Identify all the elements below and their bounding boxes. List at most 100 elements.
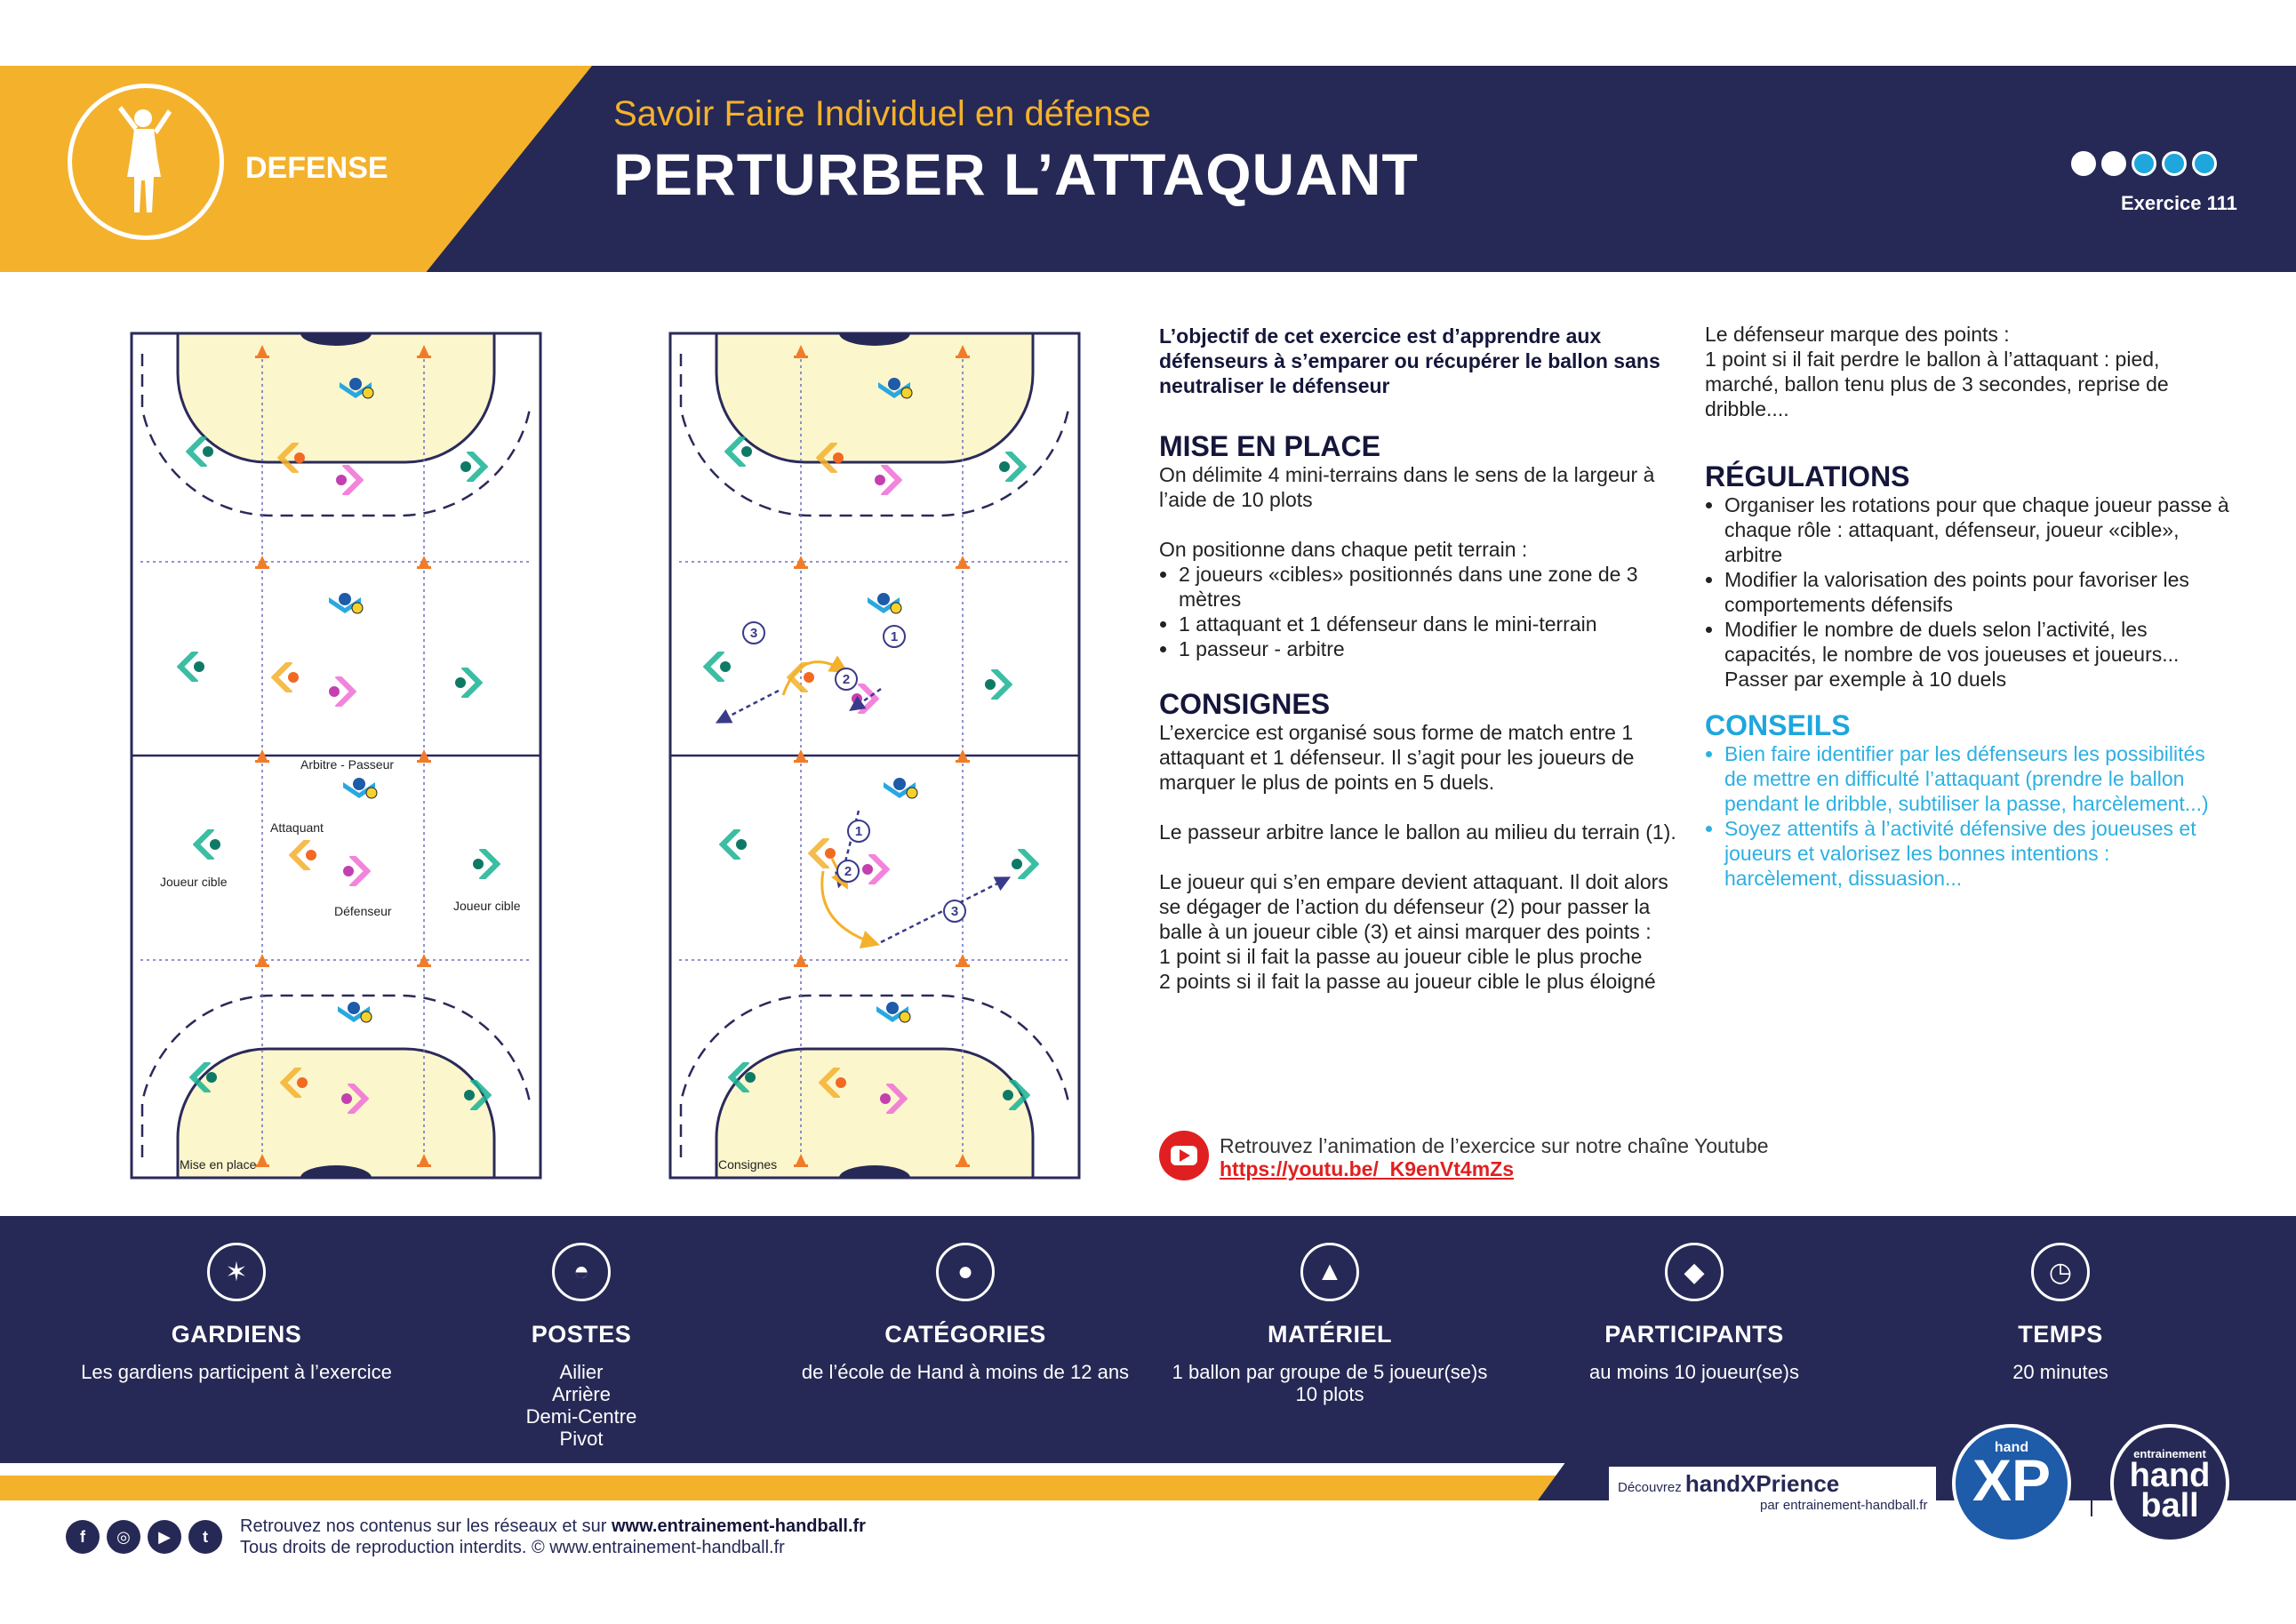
info-goalkeepers: ✶ GARDIENS Les gardiens participent à l’… [50,1216,423,1383]
player-marker [341,1084,369,1114]
regulations-title: RÉGULATIONS [1705,460,1910,492]
facebook-icon[interactable]: f [66,1520,100,1554]
step-number: 1 [891,629,898,644]
player-marker [719,829,747,860]
instagram-icon[interactable]: ◎ [107,1520,140,1554]
list-item: Modifier le nombre de duels selon l’acti… [1724,617,2229,692]
label-attacker: Attaquant [270,820,324,835]
passer-marker [338,1002,372,1023]
defender-silhouette-icon [68,84,224,240]
footer-prefix: Retrouvez nos contenus sur les réseaux e… [240,1516,612,1536]
passer-marker [329,593,364,614]
player-marker [271,662,299,692]
setup-list: 2 joueurs «cibles» positionnés dans une … [1159,562,1692,661]
info-value: Ailier Arrière Demi-Centre Pivot [525,1361,637,1450]
tips-title: CONSEILS [1705,709,1851,741]
page-title: PERTURBER L’ATTAQUANT [613,141,1419,207]
entrainement-handball-logo[interactable]: entrainement hand ball [2110,1424,2229,1543]
player-marker [280,1068,308,1098]
player-marker [819,1068,846,1098]
handxp-logo[interactable]: hand XP [1952,1424,2071,1543]
rules-p1: L’exercice est organisé sous forme de ma… [1159,721,1635,794]
handxprience-promo[interactable]: Découvrez handXPrience par entrainement-… [1609,1467,1937,1516]
info-label: TEMPS [2018,1321,2103,1348]
player-marker [189,1062,217,1092]
discover-text: Découvrez [1618,1480,1682,1495]
play-icon [1180,1149,1190,1162]
passer-marker [884,778,918,799]
social-links: f ◎ ▶ t [66,1520,222,1554]
player-marker [999,452,1027,482]
pyramid-icon: ▲ [1300,1243,1359,1301]
info-positions: ◓ POSTES Ailier Arrière Demi-Centre Pivo… [395,1216,768,1450]
player-marker [343,856,371,886]
rules-title: CONSIGNES [1159,688,1331,720]
ball-empty-icon [2162,151,2187,176]
yellow-strip [0,1476,1600,1500]
court-setup: Arbitre - Passeur Attaquant Joueur cible… [130,332,542,1180]
step-badge: 1 [883,625,906,648]
step-number: 1 [855,824,862,839]
footer-line-1: Retrouvez nos contenus sur les réseaux e… [240,1516,866,1537]
tips-list: Bien faire identifier par les défenseurs… [1705,741,2229,891]
page-subtitle: Savoir Faire Individuel en défense [613,94,1151,133]
player-marker [186,436,213,467]
player-marker [193,829,220,860]
player-marker [703,652,731,682]
player-marker [808,838,836,868]
hb-big-text: hand [2129,1457,2211,1494]
youtube-text: Retrouvez l’animation de l’exercice sur … [1220,1134,1769,1157]
footer-site-link[interactable]: www.entrainement-handball.fr [612,1516,866,1536]
intro-text: L’objectif de cet exercice est d’apprend… [1159,324,1660,397]
list-item: Organiser les rotations pour que chaque … [1724,492,2229,567]
ball-empty-icon [2192,151,2217,176]
list-item: Bien faire identifier par les défenseurs… [1724,741,2229,816]
player-marker [177,652,204,682]
goalkeeper-icon: ✶ [207,1243,266,1301]
player-marker [875,465,902,495]
info-value: 20 minutes [2012,1361,2108,1383]
player-marker [460,452,488,482]
exercise-number: Exercice 111 [2121,192,2237,214]
handshake-icon: ◆ [1665,1243,1724,1301]
youtube-social-icon[interactable]: ▶ [148,1520,181,1554]
label-defender: Défenseur [334,904,392,918]
player-marker [277,443,305,473]
info-value: au moins 10 joueur(se)s [1588,1361,1799,1383]
youtube-icon[interactable] [1159,1131,1209,1180]
defender-points: Le défenseur marque des points : 1 point… [1705,323,2169,420]
player-marker [455,668,483,698]
brand-name: handXPrience [1684,1470,1840,1497]
footer-line-2: Tous droits de reproduction interdits. ©… [240,1538,785,1557]
player-marker [336,465,364,495]
setup-p2: On positionne dans chaque petit terrain … [1159,538,1528,561]
ball-filled-icon [2101,151,2126,176]
step-number: 2 [843,672,850,687]
label-target-left: Joueur cible [160,875,228,889]
clock-icon: ◷ [2031,1243,2090,1301]
player-marker [329,676,356,707]
text-column-right: Le défenseur marque des points : 1 point… [1705,322,2229,891]
info-value: 1 ballon par groupe de 5 joueur(se)s 10 … [1172,1361,1488,1405]
difficulty-rating [2071,151,2217,178]
passer-marker [343,778,378,799]
passer-marker [878,378,913,399]
caption-setup: Mise en place [180,1157,257,1172]
info-label: POSTES [531,1321,632,1348]
step-badge: 2 [835,668,858,691]
step-badge: 1 [847,820,870,843]
player-marker [289,840,316,870]
youtube-link[interactable]: https://youtu.be/_K9enVt4mZs [1220,1157,1514,1180]
list-item: 1 passeur - arbitre [1179,636,1692,661]
rules-p2: Le passeur arbitre lance le ballon au mi… [1159,820,1676,844]
twitter-icon[interactable]: t [188,1520,222,1554]
logo-separator [2091,1454,2092,1516]
hb-big-text-2: ball [2140,1487,2199,1524]
passer-marker [868,593,902,614]
player-marker [1003,1080,1030,1110]
label-target-right: Joueur cible [453,899,521,913]
player-marker [985,669,1012,700]
list-item: Modifier la valorisation des points pour… [1724,567,2229,617]
hb-small-text: entrainement [2133,1447,2206,1460]
step-badge: 3 [943,900,966,923]
